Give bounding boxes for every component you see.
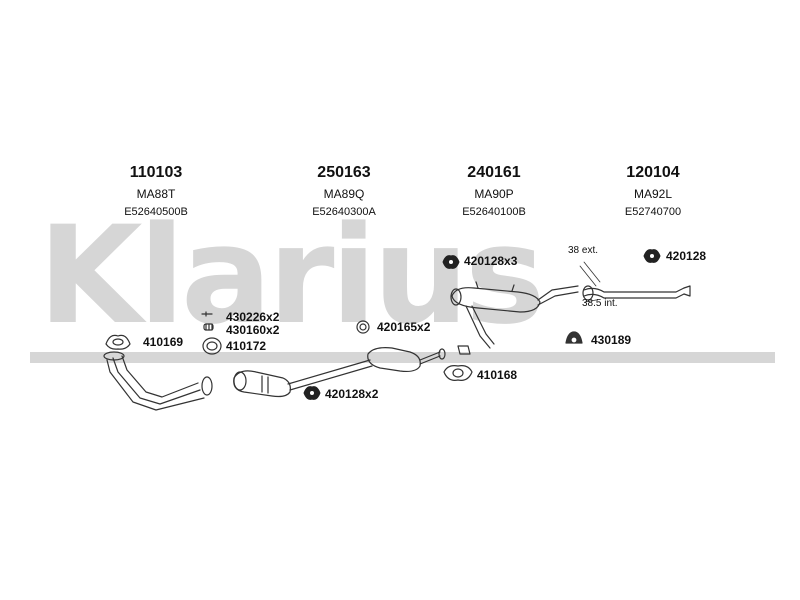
part-column-3: 240161 MA90P E52640100B xyxy=(424,163,564,220)
note-int-diameter: 38.5 int. xyxy=(582,298,618,309)
rear-silencer-drawing xyxy=(450,281,579,349)
part-code: MA90P xyxy=(474,187,514,201)
label-420128x2: 420128x2 xyxy=(325,387,379,401)
oem-number: E52640100B xyxy=(462,206,526,218)
tailpipe-drawing xyxy=(579,261,691,303)
oem-number: E52740700 xyxy=(624,206,682,218)
centre-silencer-drawing xyxy=(233,347,446,398)
label-420128x3: 420128x3 xyxy=(464,254,518,268)
label-420128: 420128 xyxy=(666,249,707,263)
part-code: MA88T xyxy=(136,187,176,201)
hanger-430189-drawing xyxy=(565,331,583,344)
label-410168: 410168 xyxy=(477,368,518,382)
part-code: MA92L xyxy=(633,187,673,201)
watermark-underline xyxy=(30,352,775,363)
flange-410168-drawing xyxy=(443,365,473,381)
oem-number: E52640500B xyxy=(124,206,188,218)
clamp-420165-drawing xyxy=(356,320,370,334)
part-column-2: 250163 MA89Q E52640300A xyxy=(274,163,414,220)
spring-430160-drawing xyxy=(203,323,214,331)
label-410172: 410172 xyxy=(226,339,267,353)
part-code: MA89Q xyxy=(323,187,365,201)
label-420165: 420165x2 xyxy=(377,320,431,334)
part-number: 110103 xyxy=(129,164,183,181)
label-430189: 430189 xyxy=(591,333,632,347)
part-number: 240161 xyxy=(467,164,521,181)
ring-410172-drawing xyxy=(202,337,222,355)
label-410169: 410169 xyxy=(143,335,184,349)
watermark-logo: Klarius xyxy=(38,197,545,354)
bolt-430226-drawing xyxy=(201,311,213,317)
note-ext-diameter: 38 ext. xyxy=(568,245,599,256)
part-number: 250163 xyxy=(317,164,371,181)
gasket-410169-drawing xyxy=(105,334,131,350)
front-pipe-drawing xyxy=(103,351,213,411)
part-number: 120104 xyxy=(626,164,680,181)
label-430226: 430226x2 xyxy=(226,310,280,324)
part-column-4: 120104 MA92L E52740700 xyxy=(583,163,723,220)
oem-number: E52640300A xyxy=(312,206,376,218)
pipe-connector-drawing xyxy=(457,345,471,355)
label-430160: 430160x2 xyxy=(226,323,280,337)
part-column-1: 110103 MA88T E52640500B xyxy=(86,163,226,220)
